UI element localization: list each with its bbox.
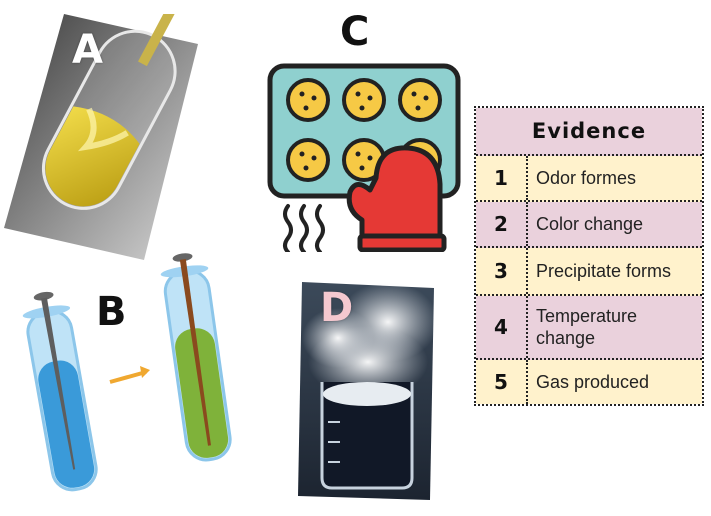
evidence-row-number: 5 (476, 360, 528, 404)
evidence-title: Evidence (531, 119, 647, 143)
evidence-header: Evidence (476, 108, 702, 156)
evidence-row-number: 3 (476, 248, 528, 294)
panel-a-photo (4, 8, 198, 260)
test-tube-icon (4, 8, 198, 260)
label-d: D (320, 285, 354, 331)
evidence-row: 4 Temperature change (476, 296, 702, 360)
label-b: B (96, 289, 127, 335)
oven-mitt-icon (346, 145, 447, 253)
nail-icon (33, 291, 76, 470)
evidence-row: 2 Color change (476, 202, 702, 248)
evidence-row-text: Odor formes (536, 167, 637, 188)
evidence-row-text: Gas produced (536, 371, 650, 392)
beaker-icon (298, 282, 438, 500)
evidence-row-number: 4 (476, 296, 528, 358)
evidence-row: 3 Precipitate forms (476, 248, 702, 296)
evidence-row: 1 Odor formes (476, 156, 702, 202)
nail-icon (172, 253, 211, 446)
panel-c-illustration (266, 60, 466, 254)
evidence-row-number: 1 (476, 156, 528, 200)
heat-waves-icon (283, 204, 325, 254)
arrow-icon (109, 366, 150, 384)
evidence-table: Evidence 1 Odor formes 2 Color change 3 … (474, 106, 704, 406)
label-c: C (340, 9, 370, 55)
panel-b-photo (10, 250, 260, 500)
panel-d-photo (298, 282, 438, 500)
evidence-row-text: Color change (536, 213, 644, 234)
evidence-row: 5 Gas produced (476, 360, 702, 404)
evidence-row-number: 2 (476, 202, 528, 246)
evidence-row-text: Temperature change (536, 305, 638, 349)
label-a: A (72, 27, 103, 73)
evidence-row-text: Precipitate forms (536, 260, 672, 281)
